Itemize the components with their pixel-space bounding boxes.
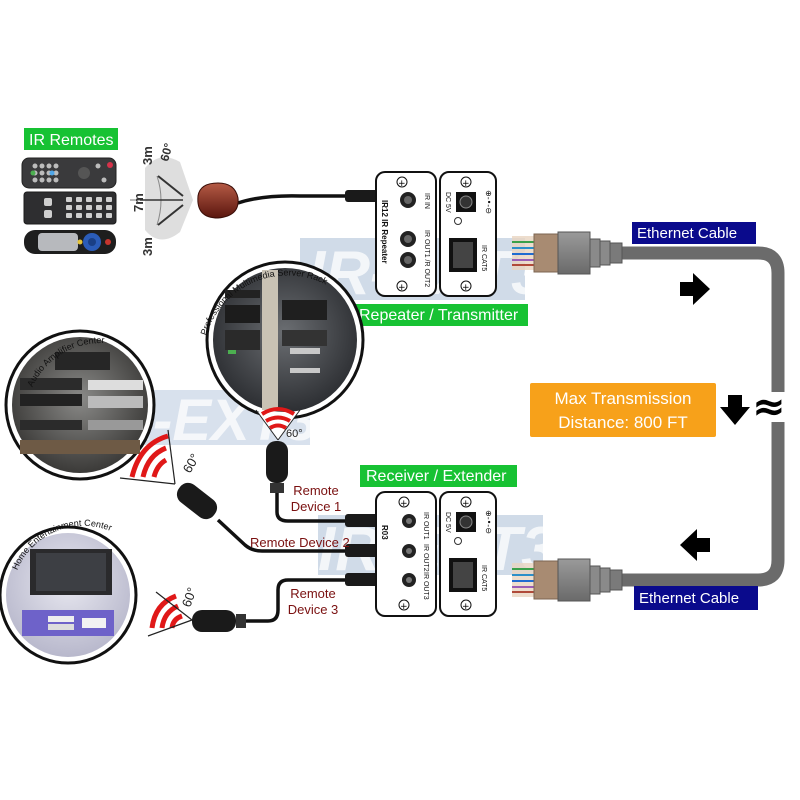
- svg-text:+: +: [398, 283, 406, 293]
- remote-control-2: [23, 191, 117, 225]
- receiver-left-panel: + +: [375, 491, 437, 617]
- rj45-connector-top: [512, 231, 623, 275]
- remote-device-2-label: Remote Device 2: [250, 535, 350, 550]
- ir-emitter-2: [176, 482, 218, 520]
- receiver-right-panel: + +: [439, 491, 497, 617]
- rj45-connector-bottom: [512, 558, 623, 602]
- remote-device-3-line2: Device 3: [288, 602, 339, 617]
- ethernet-bottom-label-bg: [634, 586, 758, 610]
- transmitter-port-in-label: IR IN: [423, 193, 430, 209]
- ethernet-bottom-label: Ethernet Cable: [639, 590, 739, 607]
- svg-text:+: +: [462, 179, 470, 189]
- audio-amplifier-image: [4, 329, 156, 481]
- remote-control-3: [24, 230, 116, 254]
- range-center-label: 7m: [131, 193, 146, 212]
- svg-text:+: +: [462, 283, 470, 293]
- ir-emitter-1: [266, 441, 288, 483]
- range-bottom-label: 3m: [140, 237, 155, 256]
- arrow-right-icon: [680, 273, 710, 305]
- max-distance-line1: Max Transmission: [555, 389, 692, 408]
- remote-device-1-line2: Device 1: [291, 499, 342, 514]
- transmitter-power-label: DC 5V: [444, 192, 451, 213]
- polarity-icon: ⊕-•-⊖: [484, 510, 493, 534]
- device-1-cable: [275, 493, 345, 523]
- receiver-label: Receiver / Extender: [366, 468, 507, 485]
- transmitter-left-panel: + +: [375, 171, 437, 297]
- ir-wave-icon: [255, 407, 301, 441]
- ir-emitter-3: [192, 610, 236, 632]
- emitter-1-strain-relief: [270, 483, 284, 493]
- cable-break-icon: ≈: [752, 384, 786, 430]
- emitter-3-angle: 60°: [179, 585, 200, 609]
- transmitter-network-label: IR CAT5: [480, 245, 487, 271]
- transmitter-label-bg: [353, 304, 528, 326]
- polarity-icon: ⊕-•-⊖: [484, 190, 493, 214]
- arrow-down-icon: [720, 395, 750, 425]
- remote-device-3-line1: Remote: [290, 586, 336, 601]
- max-distance-box: [530, 383, 716, 437]
- emitter-1-angle: 60°: [286, 428, 303, 440]
- home-entertainment-image: [0, 525, 138, 665]
- svg-text:+: +: [462, 602, 470, 612]
- ir-receiver-eye-icon: [197, 182, 239, 219]
- receiver-power-label: DC 5V: [444, 512, 451, 533]
- device-3-cable: [246, 578, 345, 623]
- ir-remotes-label-bg: [24, 128, 118, 150]
- remote-control-1: [21, 157, 117, 189]
- svg-text:+: +: [400, 602, 408, 612]
- receiver-port-2-label: IR OUT2: [422, 544, 429, 572]
- max-distance-line2: Distance: 800 FT: [558, 413, 687, 432]
- transmitter-port-out-label: IR OUT1 /R OUT2: [423, 230, 430, 287]
- ir-wave-icon: [147, 591, 193, 637]
- range-top-label: 3m: [140, 146, 155, 165]
- ethernet-top-label: Ethernet Cable: [637, 225, 737, 242]
- receiver-port-1-label: IR OUT1: [422, 512, 429, 540]
- transmitter-model-label: IR12 IR Repeater: [380, 200, 389, 264]
- remote-device-1-line1: Remote: [293, 483, 339, 498]
- svg-text:+: +: [462, 499, 470, 509]
- transmitter-label: Repeater / Transmitter: [359, 307, 519, 324]
- receiver-label-bg: [360, 465, 517, 487]
- svg-text:+: +: [398, 179, 406, 189]
- emitter-3-strain-relief: [236, 614, 246, 628]
- device-2-cable: [216, 518, 345, 553]
- ir-wave-icon: [119, 429, 176, 485]
- range-angle-label: 60°: [157, 141, 175, 162]
- cable-break-gap: [768, 392, 790, 422]
- receiver-port-3-label: IR OUT3: [422, 572, 429, 600]
- emitter-2-angle: 60°: [180, 451, 203, 476]
- arrow-left-icon: [680, 529, 710, 561]
- receiver-network-label: IR CAT5: [480, 565, 487, 591]
- server-rack-image: [205, 260, 365, 420]
- ir-receiver-cable: [237, 194, 345, 205]
- transmitter-right-panel: + +: [439, 171, 497, 297]
- ir-remotes-label: IR Remotes: [29, 132, 113, 149]
- receiver-model-label: R03: [380, 525, 389, 540]
- svg-text:+: +: [400, 499, 408, 509]
- reception-range-fan: [130, 157, 193, 240]
- ethernet-top-label-bg: [632, 222, 756, 244]
